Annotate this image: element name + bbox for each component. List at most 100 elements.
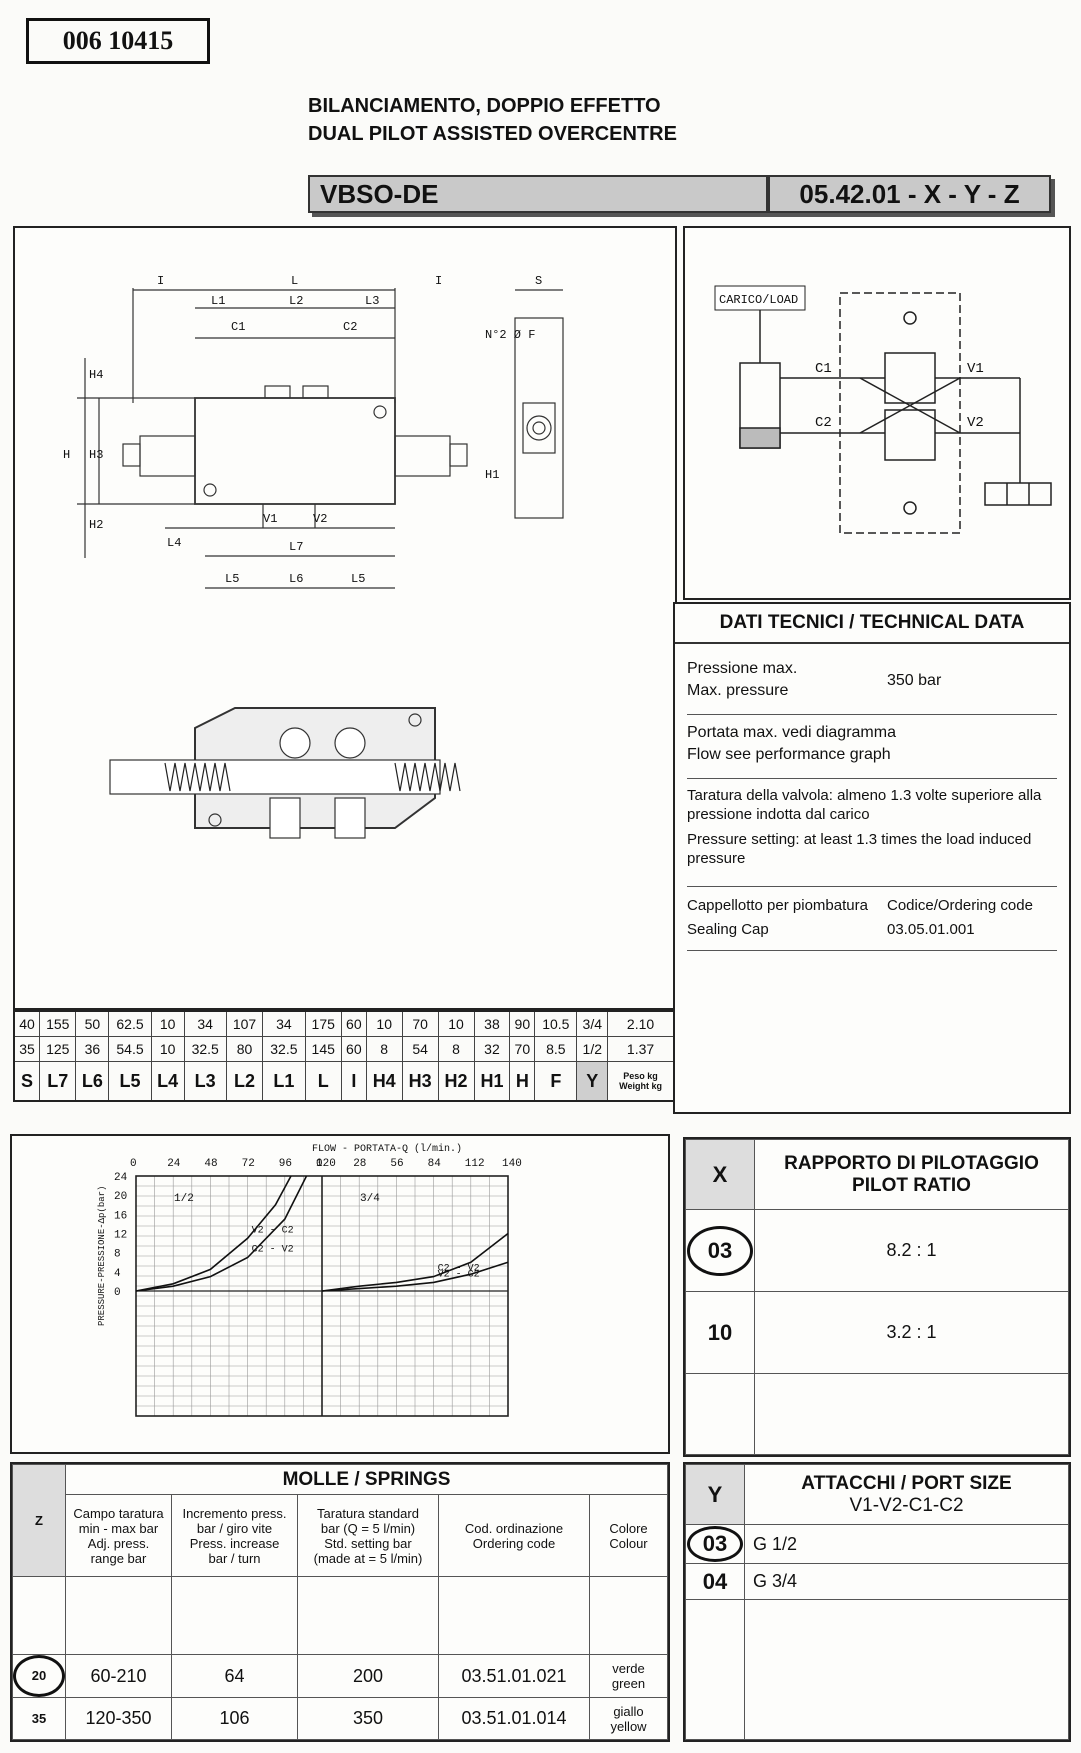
dimension-value: 50 — [75, 1010, 110, 1037]
dimension-value: 34 — [183, 1010, 227, 1037]
port-label-v2: V2 — [313, 512, 327, 526]
dimension-value: 38 — [473, 1010, 511, 1037]
dimension-value: 70 — [509, 1036, 536, 1062]
springs-order-code: 03.51.01.014 — [438, 1697, 590, 1740]
x-tick-label: 140 — [502, 1158, 522, 1170]
pilot-ratio-title-en: PILOT RATIO — [852, 1174, 971, 1196]
dimension-value: 54.5 — [108, 1036, 152, 1062]
order-code-bar: 05.42.01 - X - Y - Z — [768, 175, 1051, 213]
dimension-label: L2 — [225, 1061, 264, 1102]
series-line — [135, 1175, 308, 1292]
series-label: V2 - C2 — [252, 1225, 294, 1236]
sealing-cap-code: 03.05.01.001 — [887, 921, 975, 938]
flow-label-en: Flow see performance graph — [687, 746, 891, 763]
dim-label-l2: L2 — [289, 294, 303, 308]
dim-label-h2: H2 — [89, 518, 103, 532]
series-line — [321, 1232, 509, 1292]
pressure-value: 350 bar — [887, 672, 942, 689]
dimension-label: L — [304, 1061, 342, 1102]
pilot-ratio-row-empty — [685, 1373, 1069, 1455]
dim-label-h: H — [63, 448, 70, 462]
pilot-ratio-code: 03 — [687, 1225, 753, 1276]
y-tick-label: 20 — [114, 1191, 127, 1203]
springs-increase: 106 — [171, 1697, 298, 1740]
dimension-value: 54 — [401, 1036, 439, 1062]
ports-col-y: Y — [685, 1464, 745, 1525]
springs-range: 120-350 — [65, 1697, 172, 1740]
dimension-value: 3/4 — [576, 1010, 609, 1037]
dim-label-i-left: I — [157, 274, 164, 288]
dimension-value: 34 — [262, 1010, 306, 1037]
dimension-label: L4 — [150, 1061, 185, 1102]
dim-label-h3: H3 — [89, 448, 103, 462]
dimension-label: Y — [576, 1061, 609, 1102]
y-tick-label: 24 — [114, 1172, 128, 1184]
dimension-value: 32.5 — [183, 1036, 227, 1062]
port-label-c2: C2 — [343, 320, 357, 334]
springs-z-code: 35 — [12, 1697, 66, 1740]
pilot-ratio-col-x: X — [685, 1139, 755, 1210]
dimension-label: L7 — [39, 1061, 77, 1102]
pressure-label-it: Pressione max. — [687, 660, 798, 677]
dimension-value: 1.37 — [607, 1036, 675, 1062]
springs-increase: 64 — [171, 1654, 298, 1698]
x-tick-label: 56 — [390, 1158, 403, 1170]
dimension-value: 10 — [365, 1010, 403, 1037]
springs-title: MOLLE / SPRINGS — [65, 1464, 668, 1495]
dimension-label: L3 — [183, 1061, 227, 1102]
dim-label-l6: L6 — [289, 572, 303, 586]
dimension-value: 8.5 — [534, 1036, 578, 1062]
technical-data-title: DATI TECNICI / TECHNICAL DATA — [675, 604, 1069, 644]
dimension-label: I — [340, 1061, 367, 1102]
sealing-cap-row: Cappellotto per piombatura Sealing Cap C… — [687, 894, 1057, 951]
dimension-value: 60 — [340, 1010, 367, 1037]
schematic-c1: C1 — [815, 361, 832, 377]
dim-label-l5-left: L5 — [225, 572, 239, 586]
y-axis-label: PRESSURE-PRESSIONE-Δp(bar) — [97, 1186, 107, 1326]
dim-label-l4: L4 — [167, 536, 181, 550]
ports-size: G 3/4 — [744, 1563, 1069, 1600]
dim-label-nf: N°2 Ø F — [485, 328, 535, 342]
technical-data-panel: DATI TECNICI / TECHNICAL DATA Pressione … — [673, 602, 1071, 1114]
springs-std-setting: 200 — [297, 1654, 439, 1698]
drawing-panel: I L I S L1 L2 L3 C1 C2 V1 V2 L4 L7 L5 L6… — [13, 226, 677, 1010]
dim-label-l7: L7 — [289, 540, 303, 554]
pressure-row: Pressione max. Max. pressure 350 bar — [687, 658, 1057, 715]
schematic-v1: V1 — [967, 361, 984, 377]
x-tick-label: 48 — [204, 1158, 217, 1170]
dimension-value: 10 — [437, 1010, 475, 1037]
springs-header-increase: Incremento press.bar / giro vite Press. … — [171, 1494, 298, 1577]
pilot-ratio-table: X RAPPORTO DI PILOTAGGIO PILOT RATIO 03 … — [685, 1139, 1069, 1455]
pilot-ratio-value: 3.2 : 1 — [754, 1291, 1069, 1374]
ports-title-text: ATTACCHI / PORT SIZE — [801, 1472, 1012, 1494]
setting-row: Taratura della valvola: almeno 1.3 volte… — [687, 786, 1057, 887]
dimension-value: 10 — [150, 1010, 185, 1037]
dimension-label: L5 — [108, 1061, 152, 1102]
x-tick-label: 84 — [428, 1158, 442, 1170]
pilot-ratio-title: RAPPORTO DI PILOTAGGIO PILOT RATIO — [754, 1139, 1069, 1210]
series-line — [135, 1175, 292, 1292]
model-bar: VBSO-DE — [308, 175, 768, 213]
dimension-label: S — [13, 1061, 41, 1102]
dimension-value: 107 — [225, 1010, 264, 1037]
panel-label: 1/2 — [174, 1193, 194, 1205]
dim-label-i-right: I — [435, 274, 442, 288]
dimension-value: 62.5 — [108, 1010, 152, 1037]
technical-drawing: I L I S L1 L2 L3 C1 C2 V1 V2 L4 L7 L5 L6… — [63, 274, 564, 839]
dimension-value: 175 — [304, 1010, 342, 1037]
springs-order-code: 03.51.01.021 — [438, 1654, 590, 1698]
